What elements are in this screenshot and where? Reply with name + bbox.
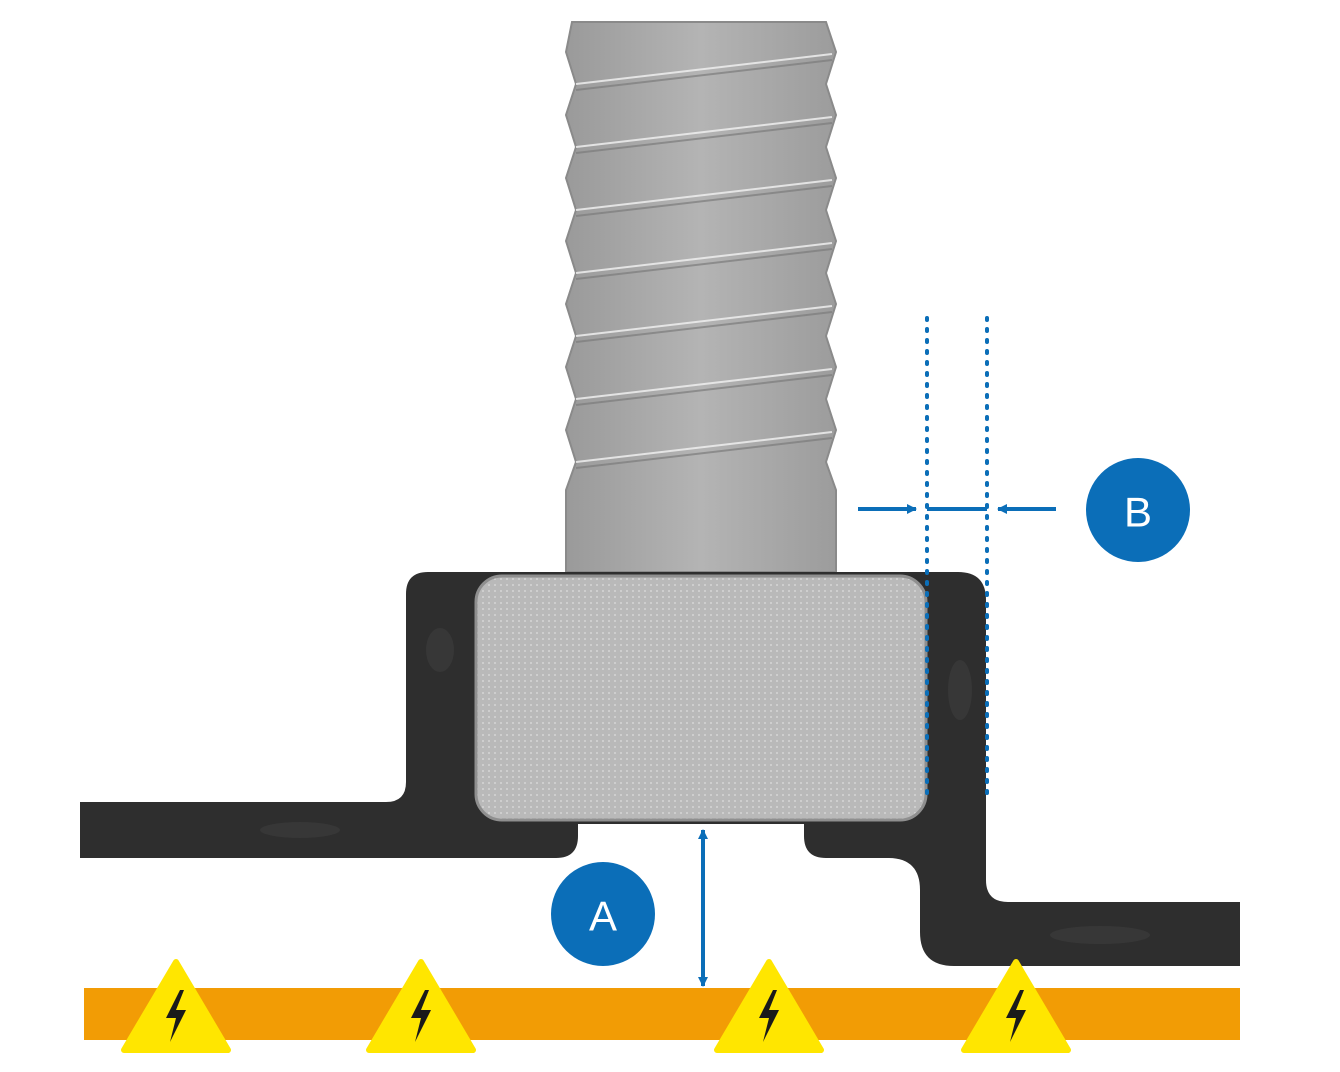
bolt [564, 21, 838, 573]
high-voltage-warning-icon [961, 959, 1071, 1053]
high-voltage-warning-icon [366, 959, 476, 1053]
bolt-thread-body [564, 21, 838, 573]
dimension-b: B [858, 316, 1190, 804]
nut [474, 574, 928, 822]
label-a-badge [551, 862, 655, 966]
label-b-badge [1086, 458, 1190, 562]
high-voltage-warning-icon [121, 959, 231, 1053]
label-b-text: B [1124, 489, 1152, 536]
dimension-a: A [551, 829, 708, 987]
label-a-text: A [589, 893, 617, 940]
live-conductor-strip [84, 988, 1240, 1040]
bolt-thread-lines [575, 53, 833, 463]
hazard-icons [121, 959, 1071, 1053]
high-voltage-warning-icon [714, 959, 824, 1053]
